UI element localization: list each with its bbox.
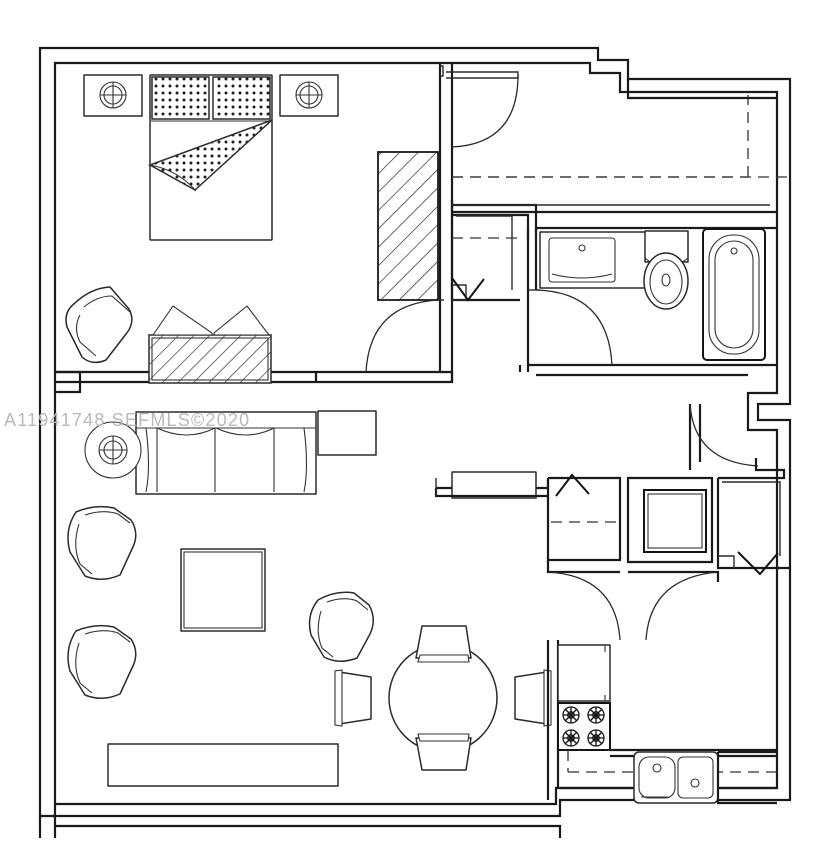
dining-chair-ext (308, 591, 374, 662)
wall-stubs (314, 370, 454, 496)
room-dining (308, 591, 552, 771)
bedroom-door[interactable] (365, 299, 444, 373)
armchair-upper (67, 505, 137, 580)
hall-closets (434, 403, 790, 641)
kitchen-sink (633, 751, 719, 804)
closet-door-2[interactable] (555, 473, 590, 497)
vanity-sink (539, 231, 651, 289)
armchair-lower (67, 624, 137, 699)
dining-chair-w (334, 669, 372, 727)
bedroom-chair (65, 286, 133, 364)
queen-bed (147, 74, 273, 241)
closet-door-3[interactable] (718, 551, 779, 576)
dining-chair-s (415, 733, 472, 771)
structural-column (377, 151, 439, 301)
range-cooktop (557, 702, 611, 751)
washer-dryer (626, 476, 714, 564)
nightstand-right (279, 74, 339, 117)
balcony-rail (107, 743, 339, 787)
room-kitchen (546, 640, 777, 805)
coffee-table (180, 548, 266, 632)
side-table (84, 421, 142, 479)
room-bathroom (518, 226, 777, 377)
bathroom-door[interactable] (528, 289, 613, 366)
exterior-walls (38, 46, 792, 838)
refrigerator (557, 644, 611, 702)
entry-door[interactable] (440, 65, 519, 148)
dining-chair-e (514, 669, 552, 727)
dining-chair-n (415, 625, 472, 663)
end-table (317, 410, 377, 456)
dresser (148, 305, 272, 384)
closet-door-1[interactable] (451, 277, 485, 302)
nightstand-left (83, 74, 143, 117)
sofa (135, 411, 317, 495)
room-living (67, 410, 377, 787)
hall-console (451, 471, 537, 499)
toilet (643, 230, 689, 310)
room-bedroom (55, 63, 454, 394)
bathtub (702, 228, 766, 361)
walk-in-closet (450, 79, 777, 214)
